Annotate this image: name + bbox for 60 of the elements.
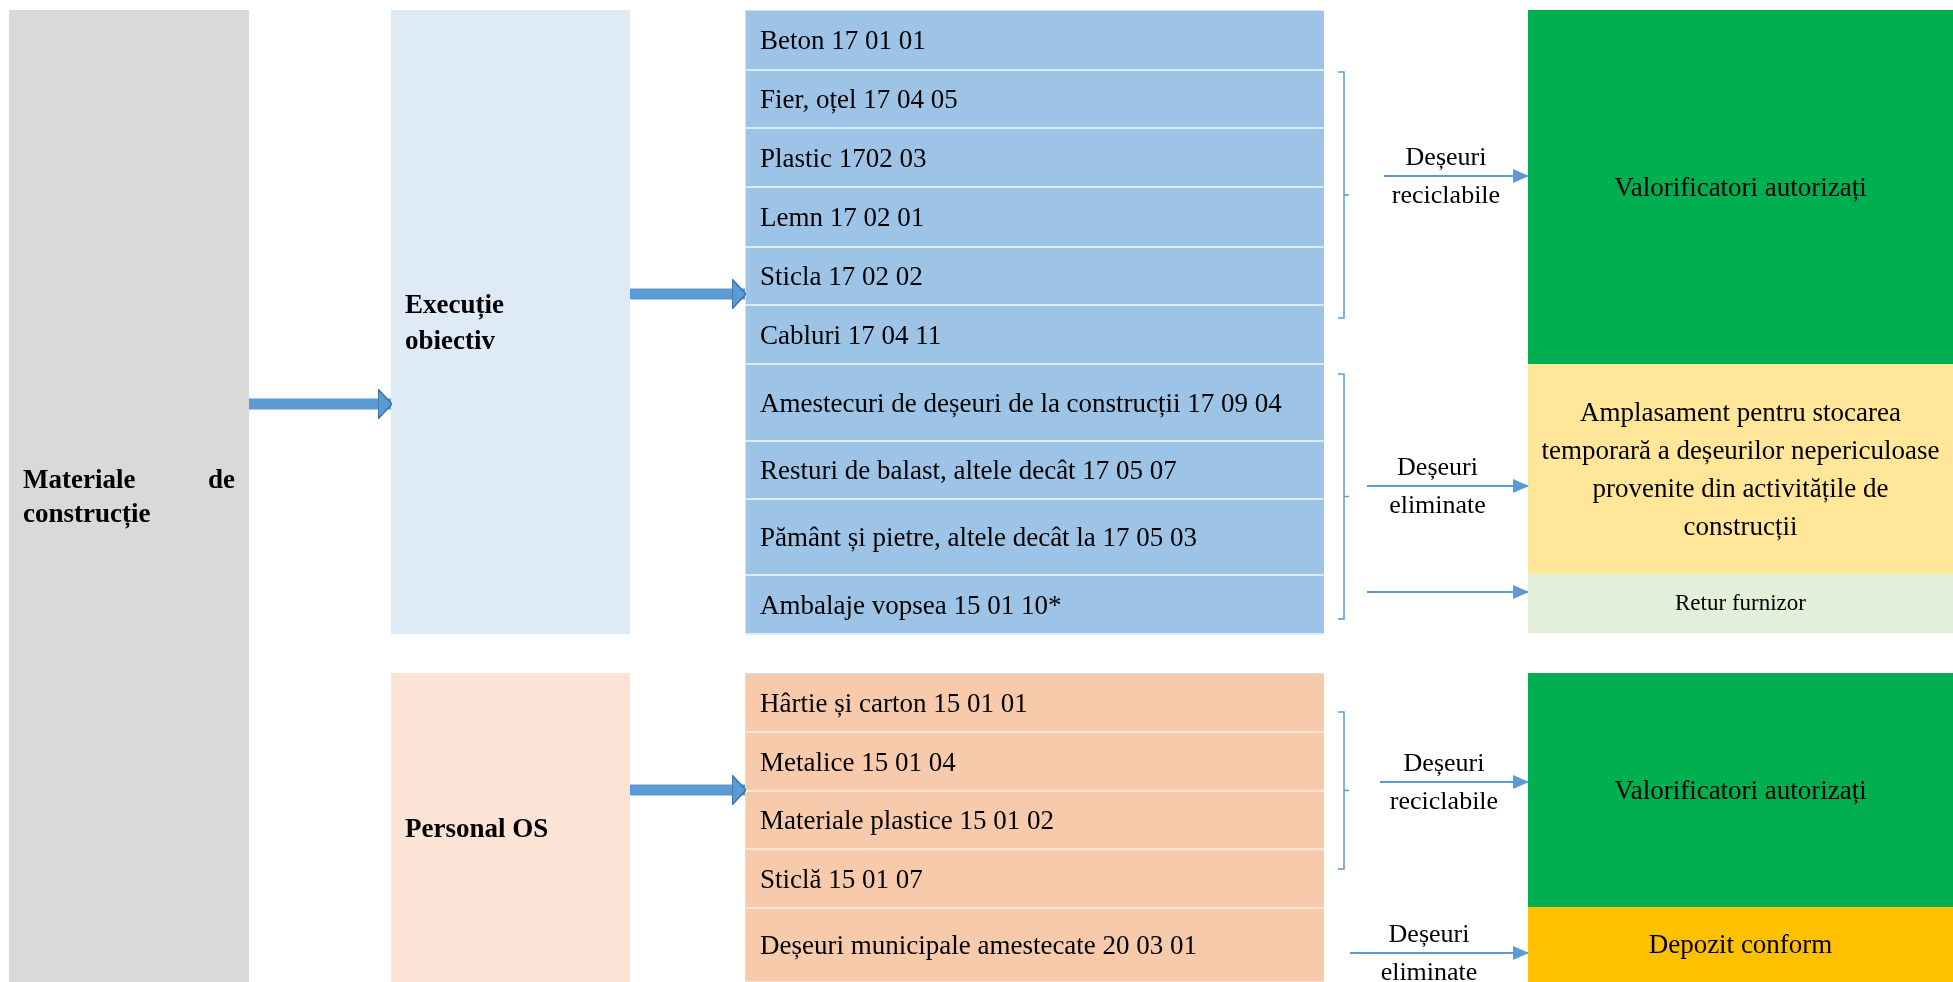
- waste-row: [746, 129, 1324, 188]
- waste-row: [746, 500, 1324, 576]
- arrow: [1379, 775, 1529, 789]
- waste-label: Sticla 17 02 02: [759, 260, 924, 293]
- waste-label: Pământ și pietre, altele decât la 17 05 03: [759, 521, 1199, 554]
- destination-box: [1528, 574, 1953, 633]
- arrow: [1349, 946, 1529, 960]
- waste-label: Materiale plastice 15 01 02: [759, 804, 1055, 837]
- waste-row: [746, 850, 1324, 909]
- source-box: [391, 673, 630, 982]
- category-label: Materiale de construcție: [22, 463, 236, 530]
- source-box: [391, 10, 630, 634]
- destination-box: [1528, 907, 1953, 982]
- waste-row: [746, 576, 1324, 635]
- edge-label: Deșeuri reciclabile: [1388, 747, 1500, 817]
- waste-label: Beton 17 01 01: [759, 24, 927, 57]
- destination-label: Valorificatori autorizați: [1613, 170, 1868, 204]
- waste-label: Resturi de balast, altele decât 17 05 07: [759, 454, 1178, 487]
- destination-box: [1528, 10, 1953, 364]
- waste-label: Sticlă 15 01 07: [759, 862, 924, 896]
- category-box: [9, 10, 249, 982]
- waste-label: Hârtie și carton 15 01 01: [759, 686, 1029, 720]
- waste-label: Cabluri 17 04 11: [759, 318, 943, 352]
- waste-row: [746, 365, 1324, 442]
- arrow: [1366, 479, 1529, 493]
- destination-label: Depozit conform: [1647, 928, 1834, 962]
- edge-label: Deșeuri eliminate: [1379, 918, 1479, 982]
- arrow: [1366, 585, 1529, 599]
- source-label: Execuție obiectiv: [404, 288, 505, 357]
- arrow: [1383, 169, 1529, 183]
- waste-label: Metalice 15 01 04: [759, 745, 957, 779]
- waste-label: Ambalaje vopsea 15 01 10*: [759, 588, 1063, 622]
- edge-label: Deșeuri eliminate: [1388, 451, 1487, 521]
- destination-box: [1528, 673, 1953, 907]
- block-arrow: [249, 388, 393, 420]
- edge-label: Deșeuri reciclabile: [1390, 141, 1502, 211]
- source-label: Personal OS: [404, 811, 550, 845]
- waste-list-table: [745, 673, 1323, 982]
- waste-row: [746, 188, 1324, 248]
- waste-row: [746, 11, 1324, 71]
- destination-label: Retur furnizor: [1674, 589, 1807, 618]
- waste-row: [746, 733, 1324, 792]
- waste-row: [746, 71, 1324, 129]
- waste-row: [746, 248, 1324, 306]
- waste-label: Lemn 17 02 01: [759, 201, 926, 234]
- waste-row: [746, 909, 1324, 982]
- waste-row: [746, 306, 1324, 365]
- waste-row: [746, 792, 1324, 850]
- waste-label: Deșeuri municipale amestecate 20 03 01: [759, 929, 1199, 962]
- block-arrow: [630, 278, 747, 310]
- destination-label: Amplasament pentru stocarea temporară a deșeurilor nepericuloase provenite din activitățile de construcții: [1540, 396, 1941, 543]
- destination-label: Valorificatori autorizați: [1613, 773, 1868, 807]
- waste-row: [746, 674, 1324, 733]
- destination-box: [1528, 364, 1953, 574]
- waste-label: Fier, oțel 17 04 05: [759, 83, 959, 116]
- waste-list-table: [745, 10, 1323, 634]
- block-arrow: [630, 774, 747, 806]
- waste-label: Plastic 1702 03: [759, 141, 928, 175]
- waste-row: [746, 442, 1324, 500]
- waste-label: Amestecuri de deșeuri de la construcții 17 09 04: [759, 386, 1283, 420]
